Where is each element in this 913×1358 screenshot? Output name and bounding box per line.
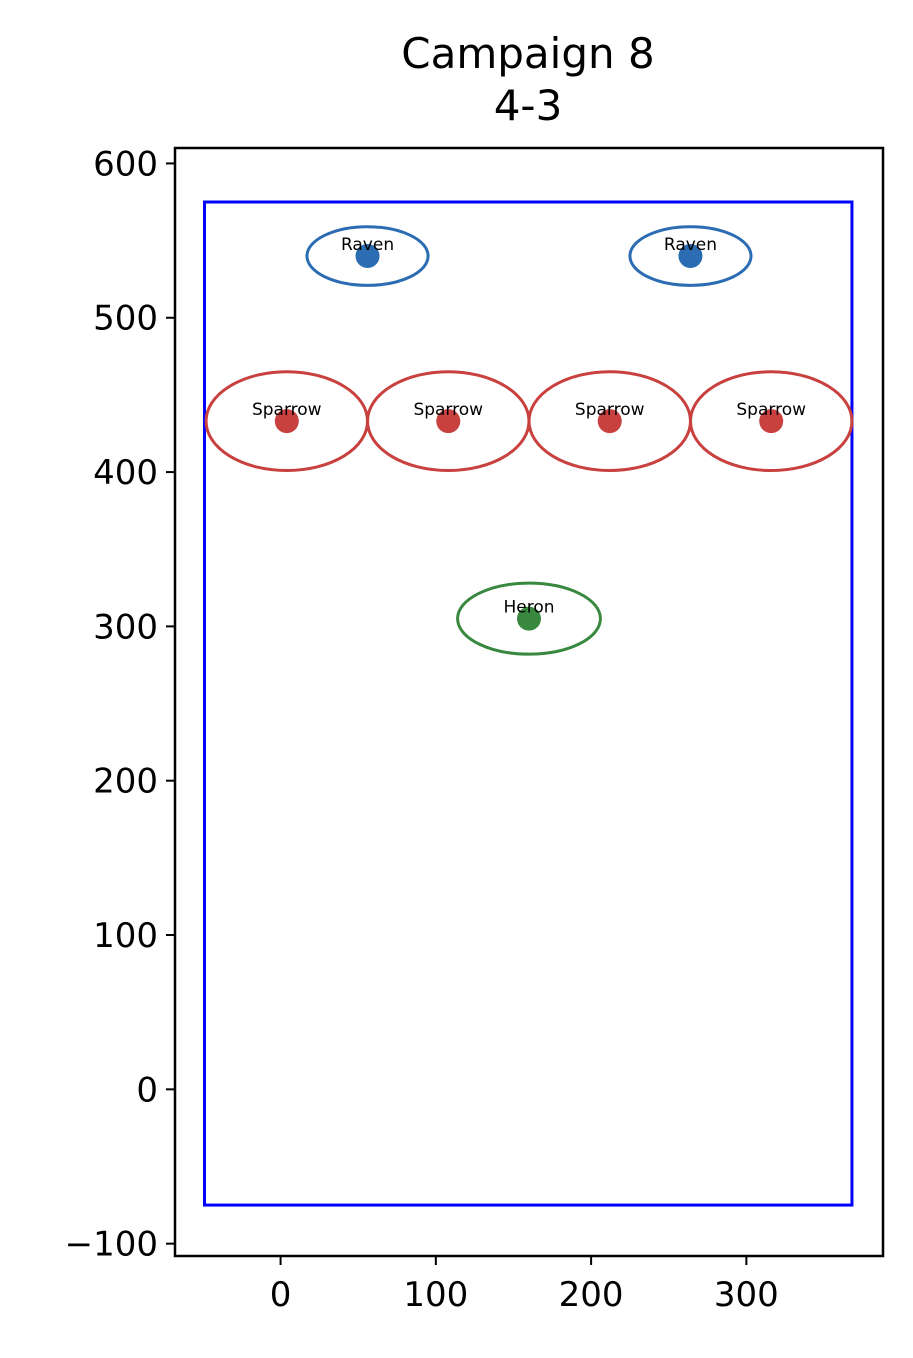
x-tick-label: 300 (714, 1275, 779, 1315)
data-point (678, 244, 703, 269)
y-tick-label: 200 (93, 762, 158, 802)
range-ellipse (688, 370, 854, 473)
point-label: Sparrow (736, 400, 806, 420)
y-tick-label: 300 (93, 607, 158, 647)
chart-title-line-1: Campaign 8 (401, 29, 654, 78)
plot-area-frame (173, 146, 885, 1258)
boundary-rect (203, 200, 854, 1207)
range-ellipse (628, 225, 753, 287)
data-point (436, 409, 461, 434)
range-ellipse (456, 581, 602, 656)
point-label: Sparrow (252, 400, 322, 420)
data-point (517, 606, 541, 631)
data-point (759, 409, 784, 434)
range-ellipse (305, 225, 430, 287)
y-tick-label: 100 (93, 916, 158, 956)
x-tick-label: 200 (559, 1275, 624, 1315)
point-label: Raven (664, 235, 717, 255)
x-tick-label: 0 (270, 1275, 292, 1315)
point-label: Sparrow (575, 400, 645, 420)
x-axis: 0 100 200 300 (270, 1256, 779, 1315)
y-tick-label: 400 (93, 453, 158, 493)
data-point (274, 409, 299, 434)
data-point (597, 409, 622, 434)
chart-title-line-2: 4-3 (494, 81, 563, 130)
x-tick-label: 100 (403, 1275, 468, 1315)
point-label: Raven (341, 235, 394, 255)
y-tick-label: −100 (65, 1225, 158, 1265)
data-point (355, 244, 380, 269)
point-label: Heron (503, 598, 554, 618)
y-tick-label: 600 (93, 144, 158, 184)
y-tick-label: 500 (93, 299, 158, 339)
y-axis: −100 0 100 200 300 400 500 600 (65, 144, 175, 1265)
y-tick-label: 0 (136, 1070, 158, 1110)
point-label: Sparrow (413, 400, 483, 420)
